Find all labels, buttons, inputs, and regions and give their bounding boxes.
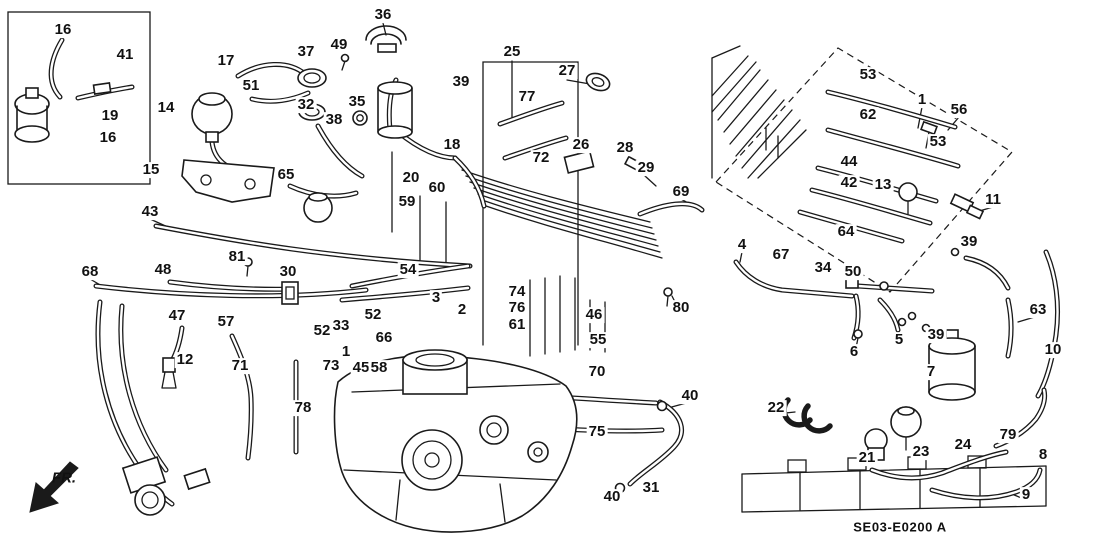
dashed-boundary: [715, 47, 1013, 293]
fr-direction-arrow: [29, 461, 79, 513]
background-lines: [7, 11, 1047, 513]
diagram-code: SE03-E0200 A: [853, 519, 947, 535]
components: [14, 25, 985, 533]
fr-label: FR.: [51, 469, 77, 487]
